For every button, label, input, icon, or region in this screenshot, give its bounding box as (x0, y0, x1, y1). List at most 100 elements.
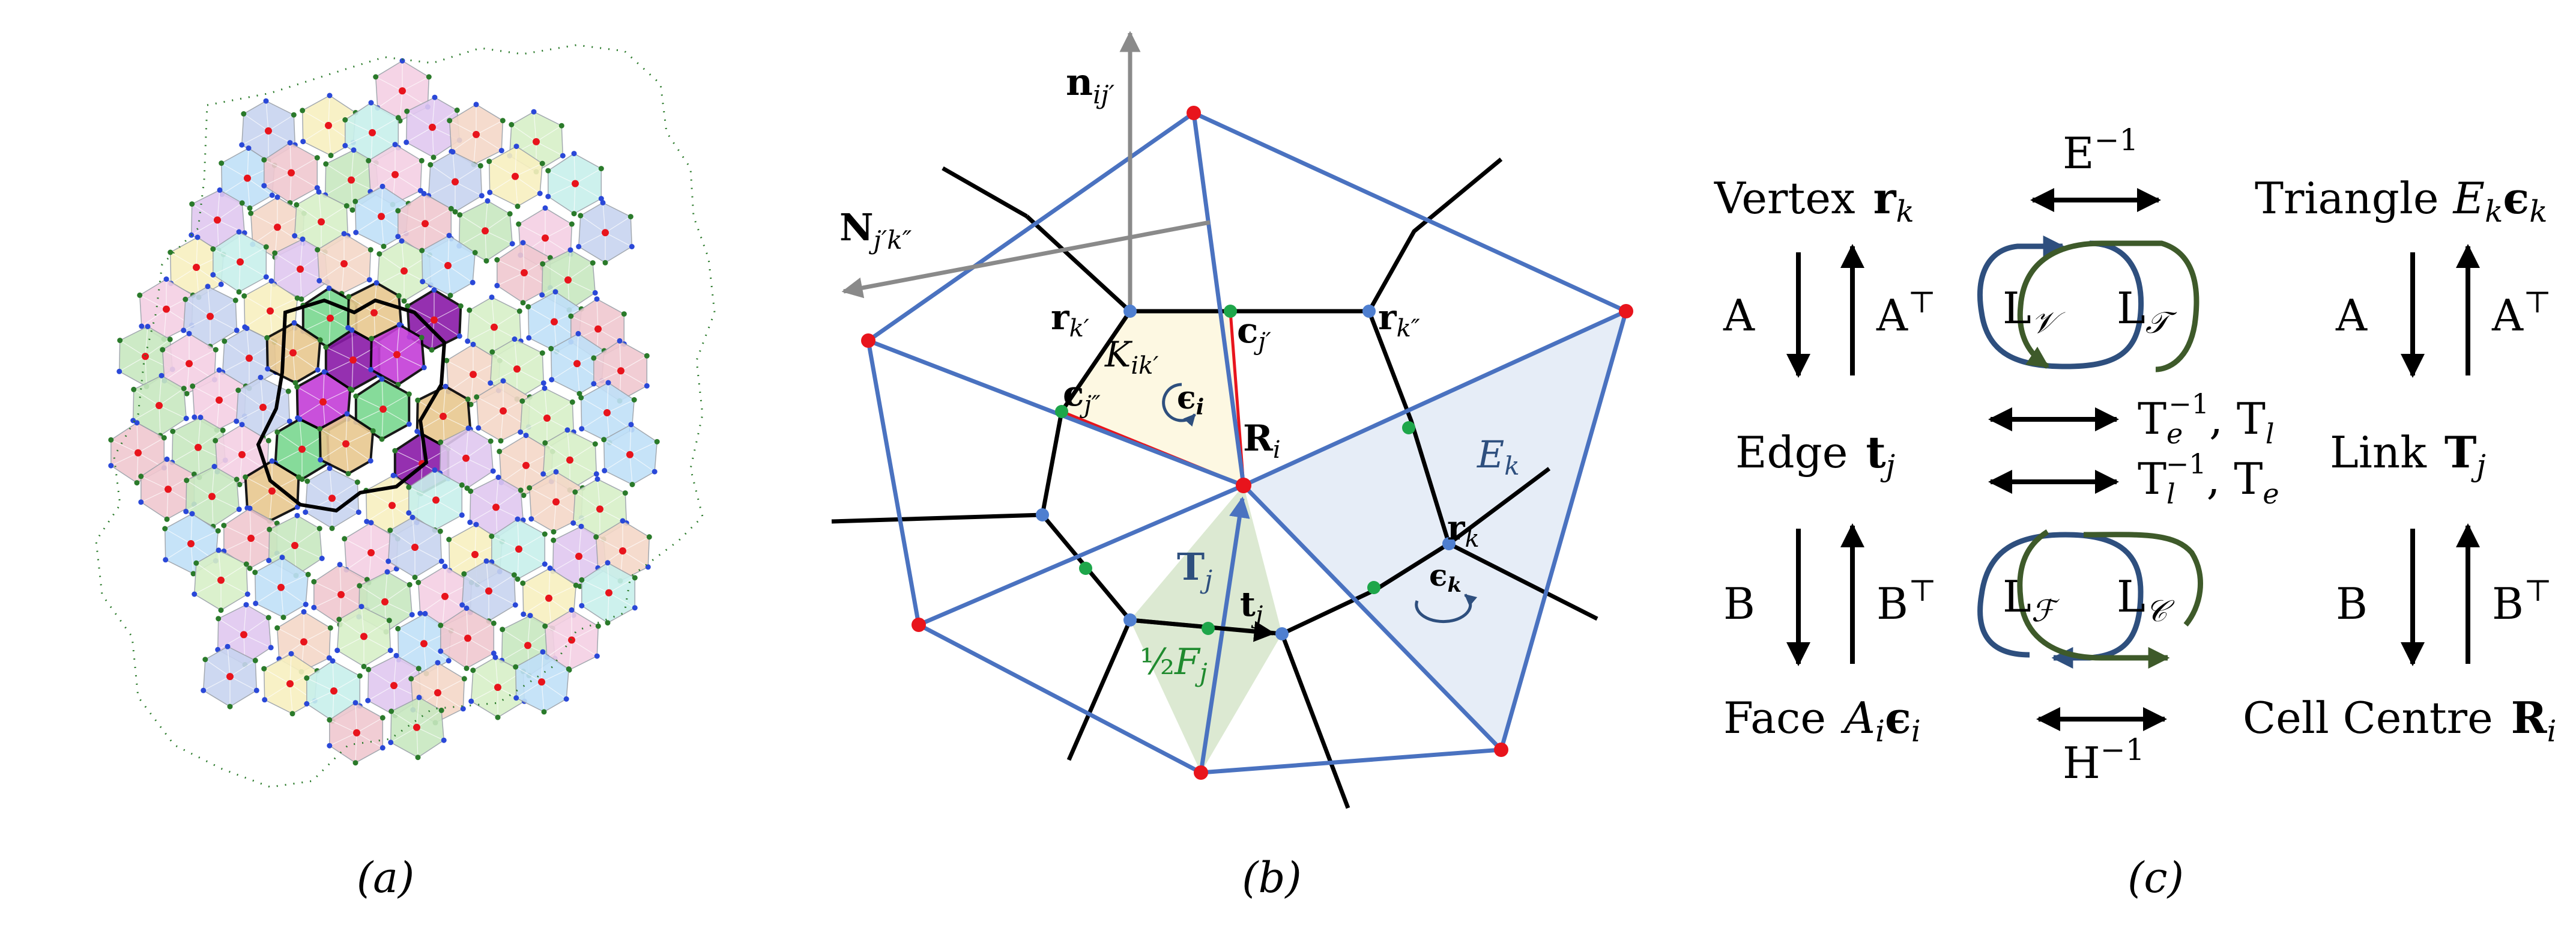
tissue-vertex-dot (164, 516, 170, 522)
tissue-spoke (213, 248, 241, 263)
tissue-spoke (297, 401, 324, 419)
AT-left-sup: ⊤ (1908, 285, 1936, 320)
tissue-spoke (280, 574, 309, 588)
tissue-spoke (217, 634, 244, 650)
tissue-spoke (302, 110, 329, 126)
green-midpoints (1055, 305, 1415, 635)
tissue-spoke (196, 562, 222, 581)
tissue-spoke (569, 640, 572, 670)
tissue-vertex-dot (232, 297, 238, 303)
tissue-spoke (356, 732, 383, 749)
tissue-cell-centre (392, 171, 399, 178)
tissue-vertex-dot (458, 303, 464, 309)
tissue-vertex-dot (513, 664, 519, 670)
tissue-vertex-dot (345, 471, 351, 476)
tissue-spoke (306, 678, 334, 691)
tissue-spoke (408, 487, 437, 500)
tissue-vertex-dot (190, 383, 196, 389)
cell-symbol: R (2511, 692, 2548, 743)
tissue-vertex-dot (220, 427, 226, 433)
tissue-vertex-dot (542, 561, 548, 567)
highlight-cluster-outline (256, 298, 447, 513)
tissue-vertex-dot (447, 118, 453, 124)
tissue-vertex-dot (289, 711, 295, 717)
tissue-vertex-dot (164, 456, 170, 462)
tissue-vertex-dot (366, 666, 372, 672)
tissue-cell-centre (538, 678, 545, 686)
tissue-vertex-dot (366, 157, 372, 163)
tissue-spoke (236, 407, 264, 422)
tissue-vertex-dot (605, 380, 611, 386)
tissue-vertex-dot (426, 74, 432, 80)
tissue-vertex-dot (460, 706, 466, 712)
tissue-spoke (331, 482, 358, 499)
tissue-vertex-dot (572, 489, 578, 495)
tissue-spoke (573, 153, 576, 184)
tissue-cell-centre (337, 591, 345, 598)
tissue-spoke (171, 267, 197, 284)
tissue-spoke (133, 405, 160, 421)
tissue-spoke (407, 111, 433, 128)
tissue-vertex-dot (291, 112, 297, 118)
tissue-cell-centre (399, 87, 406, 95)
tissue-cell-centre (575, 553, 582, 560)
tissue-vertex-dot (193, 560, 199, 566)
tissue-vertex-dot (294, 202, 300, 208)
tissue-cell-centre (617, 367, 624, 375)
tissue-vertex-dot (265, 437, 271, 443)
tissue-vertex-dot (605, 620, 611, 626)
tissue-vertex-dot (323, 344, 329, 350)
tissue-vertex-dot (295, 474, 301, 480)
tissue-spoke (280, 557, 283, 588)
tissue-spoke (495, 657, 498, 688)
tissue-spoke (183, 316, 211, 331)
tissue-vertex-dot (442, 564, 448, 570)
tissue-spoke (241, 440, 269, 455)
Tl2-inv-sup: −1 (2166, 448, 2207, 480)
tissue-spoke (619, 341, 621, 371)
tissue-cell-centre (369, 129, 376, 136)
tissue-vertex-dot (352, 700, 358, 706)
green-midpoint (1055, 405, 1068, 418)
tissue-spoke (110, 452, 139, 466)
tissue-spoke (515, 176, 518, 207)
tissue-spoke (217, 454, 243, 472)
tissue-vertex-dot (395, 234, 401, 240)
face-subscript: i (1875, 714, 1885, 749)
tissue-vertex-dot (265, 615, 271, 621)
tissue-vertex-dot (247, 205, 253, 211)
tissue-spoke (136, 452, 139, 483)
tissue-vertex-dot (218, 281, 224, 287)
tissue-vertex-dot (465, 338, 471, 344)
tissue-cell-centre (163, 305, 170, 313)
tissue-spoke (190, 514, 193, 544)
tissue-vertex-dot (579, 426, 585, 432)
tissue-spoke (245, 476, 273, 491)
tissue-spoke (213, 261, 241, 275)
tissue-spoke (470, 506, 497, 523)
tissue-cell-centre (217, 576, 225, 584)
tissue-cell-centre (441, 592, 449, 600)
tissue-spoke (428, 181, 456, 196)
tissue-vertex-dot (181, 327, 187, 333)
tissue-cell-centre (551, 318, 558, 326)
Te2-sub: e (2263, 478, 2279, 510)
tissue-spoke (136, 422, 139, 453)
tissue-vertex-dot (134, 480, 140, 486)
tissue-vertex-dot (593, 534, 599, 540)
tissue-spoke (260, 377, 264, 408)
tissue-vertex-dot (406, 484, 412, 490)
tissue-vertex-dot (406, 421, 412, 427)
tissue-vertex-dot (459, 482, 465, 488)
tissue-vertex-dot (595, 623, 601, 629)
tissue-spoke (520, 418, 548, 433)
tissue-spoke (328, 95, 330, 126)
tissue-cell-centre (381, 598, 389, 606)
tissue-spoke (186, 363, 190, 394)
tissue-spoke (418, 582, 446, 597)
tissue-cell-centre (325, 121, 332, 129)
tissue-spoke (440, 442, 467, 459)
LT-base: L (2117, 283, 2145, 333)
green-midpoint (1402, 421, 1415, 434)
tissue-cell-centre (626, 451, 633, 458)
